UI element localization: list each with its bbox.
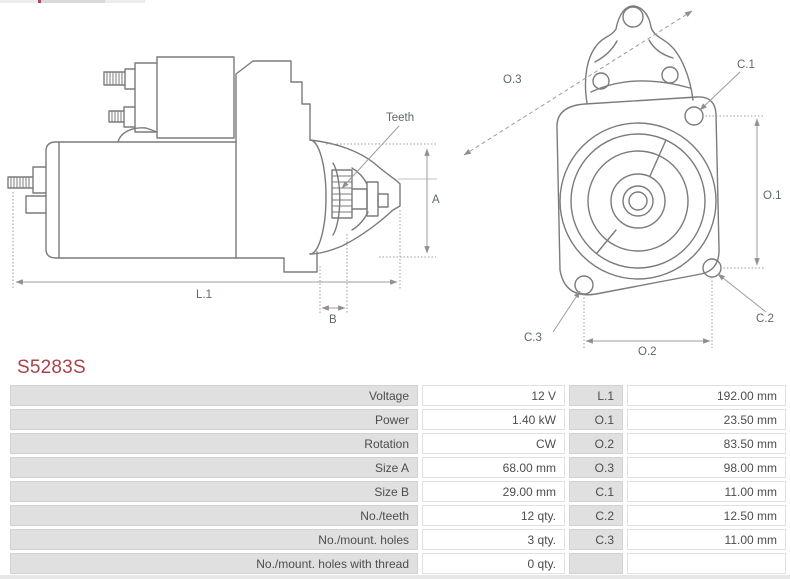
dim-label-cell: O.1 [569,409,623,430]
dim-label-cell: O.2 [569,433,623,454]
side-view-dimensions [12,125,437,313]
spec-value-cell: 3 qty. [422,529,565,550]
dim-value-cell: 98.00 mm [627,457,786,478]
spec-value-cell: CW [422,433,565,454]
spec-value-cell: 12 qty. [422,505,565,526]
spec-value-cell: 1.40 kW [422,409,565,430]
dim-label-o3: O.3 [503,74,522,86]
starter-motor-technical-drawing: Teeth A L.1 B [7,5,782,358]
spec-label-cell: No./teeth [10,505,418,526]
spec-value-cell: 68.00 mm [422,457,565,478]
part-number: S5283S [17,357,86,378]
dim-label-c3: C.3 [524,332,542,344]
dim-label-cell [569,553,623,574]
dim-label-cell: C.1 [569,481,623,502]
dim-value-cell [627,553,786,574]
clipped-red-fleck [38,0,41,3]
spec-label-cell: Size B [10,481,418,502]
front-view-dimensions [463,10,767,348]
clipped-top-ui [0,0,145,3]
dim-label-cell: O.3 [569,457,623,478]
dim-label-c1: C.1 [737,59,755,71]
spec-value-cell: 12 V [422,385,565,406]
dim-value-cell: 83.50 mm [627,433,786,454]
dim-value-cell: 11.00 mm [627,481,786,502]
dim-label-a: A [432,194,440,206]
dim-value-cell: 12.50 mm [627,505,786,526]
dim-label-cell: C.3 [569,529,623,550]
dim-label-b: B [329,314,337,326]
spec-label-cell: No./mount. holes with thread [10,553,418,574]
dim-label-l1: L.1 [196,289,212,301]
dim-label-o1: O.1 [763,190,782,202]
spec-value-cell: 0 qty. [422,553,565,574]
spec-label-cell: Voltage [10,385,418,406]
dim-label-teeth: Teeth [386,112,414,124]
spec-label-cell: Rotation [10,433,418,454]
side-view-drawing [7,56,401,273]
dim-label-o2: O.2 [638,346,657,358]
dim-label-cell: L.1 [569,385,623,406]
dim-value-cell: 23.50 mm [627,409,786,430]
spec-value-cell: 29.00 mm [422,481,565,502]
spec-label-cell: Size A [10,457,418,478]
dim-label-cell: C.2 [569,505,623,526]
clipped-top-segment [38,0,105,3]
clipped-bottom-ui [0,575,790,579]
spec-label-cell: Power [10,409,418,430]
dim-label-c2: C.2 [756,313,774,325]
dim-value-cell: 192.00 mm [627,385,786,406]
spec-label-cell: No./mount. holes [10,529,418,550]
front-view-drawing [556,5,722,296]
dim-value-cell: 11.00 mm [627,529,786,550]
